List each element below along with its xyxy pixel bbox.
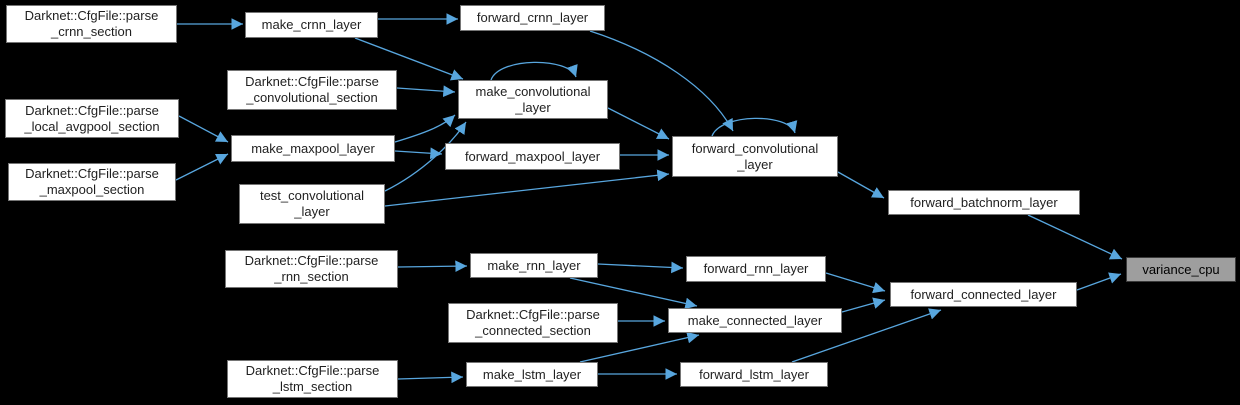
node-make_lstm[interactable]: make_lstm_layer bbox=[466, 362, 598, 387]
edge-forward_crnn-to-forward_conv bbox=[589, 30, 734, 132]
edge-parse_lstm-to-make_lstm bbox=[397, 371, 464, 384]
node-parse_crnn[interactable]: Darknet::CfgFile::parse _crnn_section bbox=[6, 5, 177, 43]
edge-forward_lstm-to-forward_connected bbox=[791, 308, 942, 363]
edge-forward_connected-to-variance_cpu bbox=[1076, 272, 1122, 291]
node-make_conv[interactable]: make_convolutional _layer bbox=[458, 80, 608, 119]
edge-parse_rnn-to-make_rnn bbox=[397, 260, 468, 273]
edge-forward_conv-to-forward_batchnorm bbox=[837, 171, 885, 199]
edge-test_conv-to-make_conv bbox=[384, 121, 467, 192]
node-test_conv[interactable]: test_convolutional _layer bbox=[239, 184, 385, 224]
node-parse_connected[interactable]: Darknet::CfgFile::parse _connected_secti… bbox=[448, 303, 618, 343]
node-forward_batchnorm[interactable]: forward_batchnorm_layer bbox=[888, 190, 1080, 215]
node-make_maxpool[interactable]: make_maxpool_layer bbox=[231, 135, 395, 162]
node-variance_cpu: variance_cpu bbox=[1126, 257, 1236, 282]
edge-make_conv-to-forward_conv bbox=[607, 107, 670, 140]
edge-make_rnn-to-make_connected bbox=[569, 277, 698, 310]
node-forward_rnn[interactable]: forward_rnn_layer bbox=[686, 256, 826, 282]
node-forward_lstm[interactable]: forward_lstm_layer bbox=[680, 362, 828, 387]
edge-make_lstm-to-make_connected bbox=[579, 331, 700, 363]
node-make_crnn[interactable]: make_crnn_layer bbox=[245, 12, 378, 38]
edge-forward_conv-to-forward_conv bbox=[711, 117, 798, 137]
node-forward_maxpool[interactable]: forward_maxpool_layer bbox=[445, 143, 620, 170]
edge-make_maxpool-to-forward_maxpool bbox=[394, 147, 443, 160]
edge-layer bbox=[175, 13, 1123, 384]
node-make_rnn[interactable]: make_rnn_layer bbox=[470, 253, 598, 278]
edge-make_crnn-to-make_conv bbox=[354, 37, 464, 81]
node-parse_rnn[interactable]: Darknet::CfgFile::parse _rnn_section bbox=[225, 250, 398, 288]
node-parse_lstm[interactable]: Darknet::CfgFile::parse _lstm_section bbox=[227, 360, 398, 398]
edge-forward_batchnorm-to-variance_cpu bbox=[1027, 214, 1123, 260]
edge-parse_avgpool-to-make_maxpool bbox=[178, 115, 229, 143]
edge-test_conv-to-forward_conv bbox=[384, 169, 670, 207]
node-forward_crnn[interactable]: forward_crnn_layer bbox=[460, 5, 605, 31]
edge-forward_rnn-to-forward_connected bbox=[825, 272, 886, 294]
node-parse_maxpool[interactable]: Darknet::CfgFile::parse _maxpool_section bbox=[8, 163, 176, 201]
node-parse_conv[interactable]: Darknet::CfgFile::parse _convolutional_s… bbox=[227, 70, 397, 110]
node-make_connected[interactable]: make_connected_layer bbox=[668, 308, 842, 333]
edge-make_rnn-to-forward_rnn bbox=[597, 261, 684, 274]
node-forward_conv[interactable]: forward_convolutional _layer bbox=[672, 136, 838, 177]
edge-make_conv-to-make_conv bbox=[490, 61, 578, 81]
edge-parse_maxpool-to-make_maxpool bbox=[175, 153, 229, 181]
edge-parse_conv-to-make_conv bbox=[396, 85, 456, 98]
node-parse_avgpool[interactable]: Darknet::CfgFile::parse _local_avgpool_s… bbox=[5, 99, 179, 138]
node-forward_connected[interactable]: forward_connected_layer bbox=[890, 282, 1077, 307]
edge-make_connected-to-forward_connected bbox=[841, 297, 886, 313]
edge-make_maxpool-to-make_conv bbox=[394, 114, 456, 143]
